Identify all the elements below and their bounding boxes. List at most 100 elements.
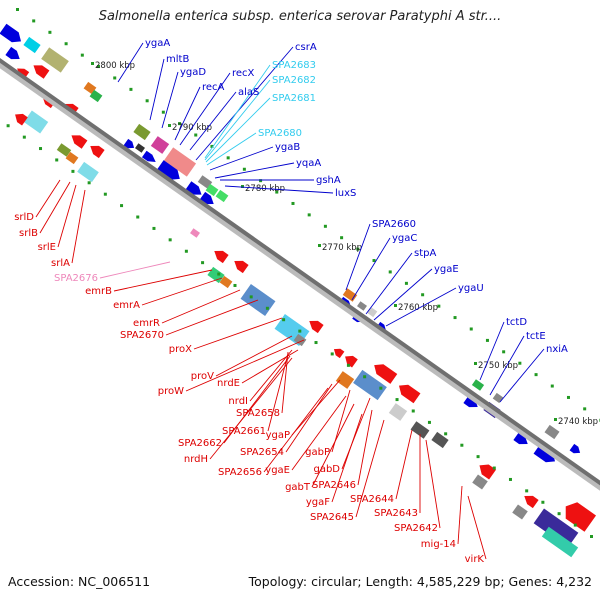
track-tick [233,283,237,287]
track-tick [453,316,457,320]
gene-feature [65,151,79,165]
leader-line [479,321,505,381]
gene-arrow [463,394,478,408]
gene-arrow [399,384,421,404]
gene-feature [89,89,103,103]
leader-line [224,185,334,194]
gene-block [65,151,79,165]
gene-feature [544,424,560,440]
scale-tick-mark [474,362,477,365]
track-tick [201,261,205,265]
track-tick [129,87,133,91]
gene-block [23,36,41,54]
track-tick [356,247,360,251]
gene-block [205,183,219,197]
leader-line [195,46,294,161]
gene-arrow [479,464,496,480]
gene-arrow [123,138,135,149]
gene-label: emrB [85,286,112,297]
gene-feature [479,464,496,480]
track-tick [444,432,448,436]
gene-feature [197,175,213,189]
gene-arrow [90,145,105,159]
gene-feature [335,371,355,389]
gene-block [366,306,378,318]
leader-line [341,397,371,470]
track-tick [168,238,172,242]
leader-line [39,181,71,234]
gene-arrow [214,250,229,264]
gene-feature [342,288,358,302]
track-tick [16,8,19,11]
gene-label: recA [202,82,225,93]
track-tick [217,272,221,276]
scale-tick-label: 2750 kbp [478,361,518,371]
gene-label: virK [465,554,485,565]
gene-label: SPA2683 [272,60,316,71]
gene-feature [431,431,449,449]
gene-feature [533,508,579,548]
leader-line [489,335,525,396]
gene-feature [41,47,69,73]
gene-arrow [569,443,581,454]
track-tick [518,361,522,365]
gene-arrow [333,348,345,359]
gene-label: ygaU [458,283,484,294]
gene-block [83,81,97,95]
gene-block [219,275,233,289]
gene-label: SPA2656 [218,467,262,478]
track-tick [460,443,464,447]
gene-block [357,301,367,311]
gene-label: gabP [305,447,330,458]
backbone [0,58,600,491]
gene-feature [23,110,49,134]
gene-label: SPA2682 [272,75,316,86]
gene-block [89,89,103,103]
leader-line [209,146,274,171]
gene-label: mig-14 [421,539,456,550]
gene-feature [150,136,170,154]
track-tick [590,535,593,538]
gene-label: gabT [285,482,311,493]
leader-line [204,64,271,159]
gene-feature [399,384,421,404]
gene-block [544,424,560,440]
genome-summary: Topology: circular; Length: 4,585,229 bp… [248,574,592,589]
track-tick [388,270,392,274]
track-tick [346,363,350,367]
track-tick [120,204,124,208]
scale-tick-label: 2760 kbp [398,303,438,313]
track-tick [395,398,399,402]
track-tick [103,192,107,196]
gene-feature [513,431,528,445]
leader-line [457,485,463,545]
track-tick [275,190,279,194]
gene-block [215,189,229,203]
leader-line [355,419,385,518]
track-tick [136,215,140,219]
leader-line [57,184,77,248]
track-tick [152,226,156,230]
leader-line [174,86,201,141]
gene-label: SPA2676 [54,273,98,284]
gene-block [541,526,579,558]
leader-line [215,335,293,377]
gene-label: srlA [51,258,70,269]
leader-line [467,495,487,560]
gene-feature [33,65,50,79]
gene-feature [410,421,430,439]
gene-block [23,110,49,134]
track-tick [265,306,269,310]
track-tick [210,144,214,148]
leader-line [281,351,289,414]
gene-arrow [5,46,20,60]
track-tick [525,489,529,493]
gene-label: SPA2670 [120,330,164,341]
gene-label: SPA2658 [236,408,280,419]
gene-block [135,143,145,153]
track-tick [145,99,149,103]
gene-label: ygaB [275,142,300,153]
track-tick [259,179,263,183]
gene-feature [214,250,229,264]
gene-feature [135,143,145,153]
